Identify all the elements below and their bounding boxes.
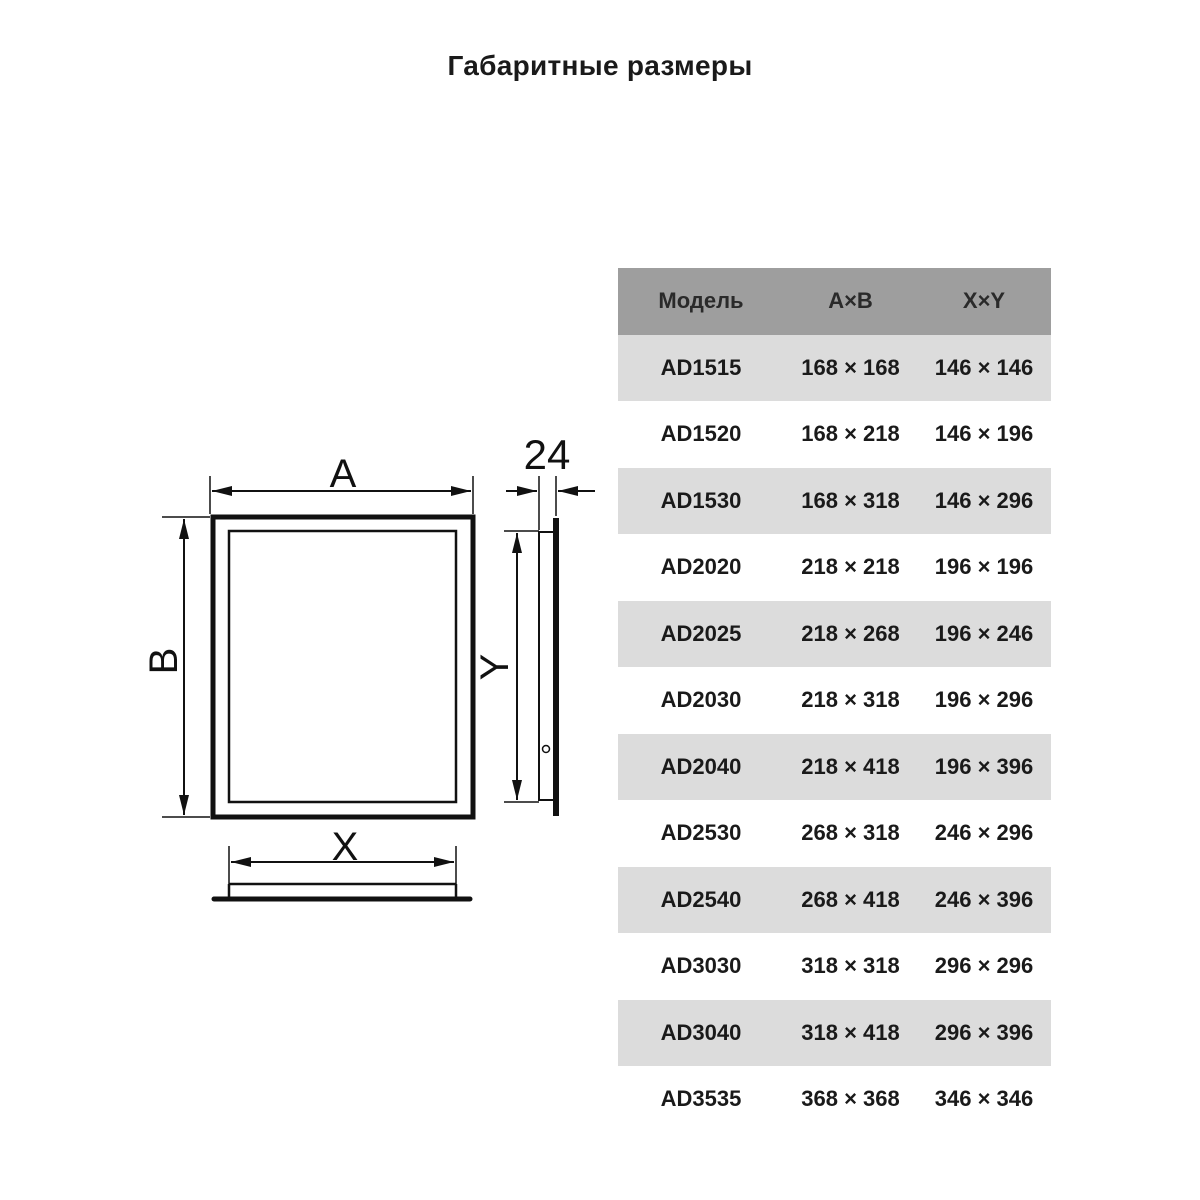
cell-model: AD1530 [618,467,784,534]
dimension-x-label: X [332,825,359,869]
cell-ab: 168 × 218 [784,401,917,468]
cell-xy: 196 × 196 [917,534,1051,601]
hinge-pin [541,744,551,754]
cell-xy: 146 × 296 [917,467,1051,534]
dimension-y-label: Y [473,654,517,681]
cell-ab: 168 × 168 [784,334,917,401]
cell-xy: 246 × 396 [917,866,1051,933]
cell-model: AD1515 [618,334,784,401]
dimension-depth-label: 24 [524,431,571,478]
cell-ab: 318 × 318 [784,933,917,1000]
dimension-y [504,530,539,803]
cell-ab: 268 × 418 [784,866,917,933]
inner-panel [227,529,458,804]
cell-xy: 196 × 246 [917,600,1051,667]
cell-xy: 196 × 296 [917,667,1051,734]
cell-xy: 146 × 196 [917,401,1051,468]
header-ab: A×B [784,268,917,335]
cell-model: AD2040 [618,733,784,800]
cell-xy: 296 × 396 [917,999,1051,1066]
cell-xy: 196 × 396 [917,733,1051,800]
dimension-a-label: A [330,452,357,496]
cell-xy: 296 × 296 [917,933,1051,1000]
cell-model: AD2540 [618,866,784,933]
cell-xy: 346 × 346 [917,1066,1051,1133]
header-model: Модель [618,268,784,335]
cell-ab: 218 × 318 [784,667,917,734]
cell-ab: 268 × 318 [784,800,917,867]
cell-model: AD2020 [618,534,784,601]
cell-model: AD1520 [618,401,784,468]
cell-ab: 318 × 418 [784,999,917,1066]
cell-ab: 368 × 368 [784,1066,917,1133]
cell-model: AD2025 [618,600,784,667]
dimension-x [228,846,457,884]
cell-model: AD3030 [618,933,784,1000]
cell-xy: 146 × 146 [917,334,1051,401]
front-view [210,514,476,820]
side-view [538,518,559,816]
bottom-view [211,882,473,902]
cell-ab: 218 × 418 [784,733,917,800]
cell-ab: 218 × 218 [784,534,917,601]
header-xy: X×Y [917,268,1051,335]
dimension-a [209,476,474,514]
cell-xy: 246 × 296 [917,800,1051,867]
cell-model: AD3535 [618,1066,784,1133]
page-title: Габаритные размеры [447,50,753,81]
dimension-b-label: B [142,648,186,675]
dimension-depth [506,476,595,530]
cell-ab: 218 × 268 [784,600,917,667]
cell-ab: 168 × 318 [784,467,917,534]
outer-frame [210,514,476,820]
table-header-row: Модель A×B X×Y [618,268,1051,335]
dimension-b [162,516,210,818]
cell-model: AD2530 [618,800,784,867]
cell-model: AD2030 [618,667,784,734]
cell-model: AD3040 [618,999,784,1066]
